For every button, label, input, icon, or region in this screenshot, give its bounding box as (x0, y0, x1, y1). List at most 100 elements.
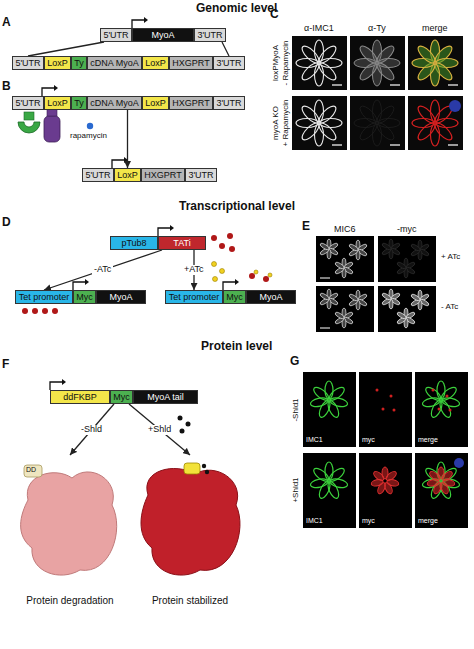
micrograph (378, 286, 436, 332)
atc-molecule (212, 262, 217, 267)
edge-label: -Shld (79, 425, 104, 435)
connector (129, 404, 190, 455)
promoter-arrow (112, 160, 124, 168)
segment-label: LoxP (145, 59, 166, 68)
gene-segment: HXGPRT (141, 168, 185, 182)
scale-bar (390, 144, 400, 145)
segment-label: Tet promoter (169, 293, 220, 302)
micrograph (415, 453, 468, 528)
segment-label: 3'UTR (216, 59, 241, 68)
nucleus (449, 100, 461, 112)
channel-label: IMC1 (306, 517, 323, 525)
micrograph (292, 96, 347, 150)
tag-label: DD (26, 466, 36, 474)
gene-segment: HXGPRT (169, 56, 213, 70)
micrograph (350, 36, 405, 90)
myc-signal (372, 470, 385, 482)
row-label: myoA KO (272, 106, 281, 140)
promoter-arrow (50, 382, 62, 390)
gene-segment: Tet promoter (15, 290, 73, 304)
myc-dot (393, 409, 396, 412)
bound-tati (52, 308, 58, 314)
scale-bar (448, 84, 458, 85)
panel-letter: D (2, 216, 11, 229)
shld-molecule (180, 429, 185, 434)
gene-segment: LoxP (142, 96, 169, 110)
bound-tati (42, 308, 48, 314)
segment-label: 5'UTR (85, 171, 110, 180)
micrograph (378, 236, 436, 282)
micrograph (316, 286, 374, 332)
panel-letter: A (2, 16, 11, 29)
parasite-cluster (348, 293, 359, 301)
degraded-protein (21, 472, 117, 575)
tati-protein (219, 243, 225, 249)
promoter-arrowhead (170, 225, 174, 231)
cre-protein (44, 116, 60, 142)
edge-label: +Shld (146, 425, 173, 435)
segment-label: HXGPRT (172, 59, 209, 68)
micrograph (350, 96, 405, 150)
imc1-outline (325, 462, 333, 480)
parasite-merge (416, 104, 438, 126)
imc1-outline (422, 396, 441, 408)
connector (127, 110, 128, 168)
segment-label: MyoA tail (147, 393, 184, 402)
myc-dot (438, 408, 441, 411)
promoter-arrowhead (54, 85, 58, 91)
parasite-cluster (348, 243, 359, 251)
gene-segment: 5'UTR (82, 168, 114, 182)
tati-protein (229, 246, 235, 252)
segment-label: 3'UTR (188, 171, 213, 180)
free-tati (249, 273, 255, 279)
scale-bar (320, 328, 330, 329)
parasite-cluster (334, 311, 345, 319)
connector (44, 250, 162, 290)
segment-label: HXGPRT (144, 171, 181, 180)
dd-tag (24, 465, 42, 477)
gene-segment: Tet promoter (165, 290, 223, 304)
segment-label: ddFKBP (63, 393, 97, 402)
illustration-group (18, 17, 468, 575)
segment-label: 3'UTR (197, 31, 222, 40)
myc-signal (428, 470, 441, 482)
segment-label: 3'UTR (216, 99, 241, 108)
dd-tag (184, 463, 200, 474)
imc1-outline (310, 396, 329, 408)
scale-bar (332, 84, 342, 85)
parasite-merge (416, 44, 438, 66)
gene-segment: LoxP (114, 168, 141, 182)
stabilized-protein (141, 469, 240, 576)
column-header: α-Ty (368, 24, 386, 34)
rapamycin-molecule (87, 123, 93, 129)
parasite-signal (358, 104, 380, 126)
gene-segment: MyoA (96, 290, 146, 304)
connector (28, 42, 104, 56)
gene-segment: 3'UTR (213, 96, 245, 110)
row-label: + Rapamycin (282, 100, 291, 147)
imc1-outline (329, 396, 348, 408)
scale-bar (448, 144, 458, 145)
row-label: loxPMyoA (272, 45, 281, 81)
segment-label: Myc (226, 293, 243, 302)
gene-segment: Ty (71, 56, 87, 70)
promoter-arrow (223, 282, 235, 290)
gene-segment: 5'UTR (100, 28, 132, 42)
micrograph (316, 236, 374, 282)
parasite-outline (300, 104, 322, 126)
atc-molecule (254, 270, 258, 274)
frb-tag (24, 112, 34, 120)
panel-letter: B (2, 80, 11, 93)
scale-bar (390, 84, 400, 85)
micrograph (408, 96, 463, 150)
gene-segment: 3'UTR (213, 56, 245, 70)
parasite-cluster (396, 261, 407, 269)
segment-label: Ty (74, 99, 84, 108)
imc1-outline (329, 477, 348, 489)
micrograph (303, 372, 356, 447)
segment-label: MyoA (151, 31, 174, 40)
promoter-arrowhead (85, 279, 89, 285)
micrograph (359, 372, 412, 447)
free-tati (263, 276, 269, 282)
myc-dot (376, 389, 379, 392)
